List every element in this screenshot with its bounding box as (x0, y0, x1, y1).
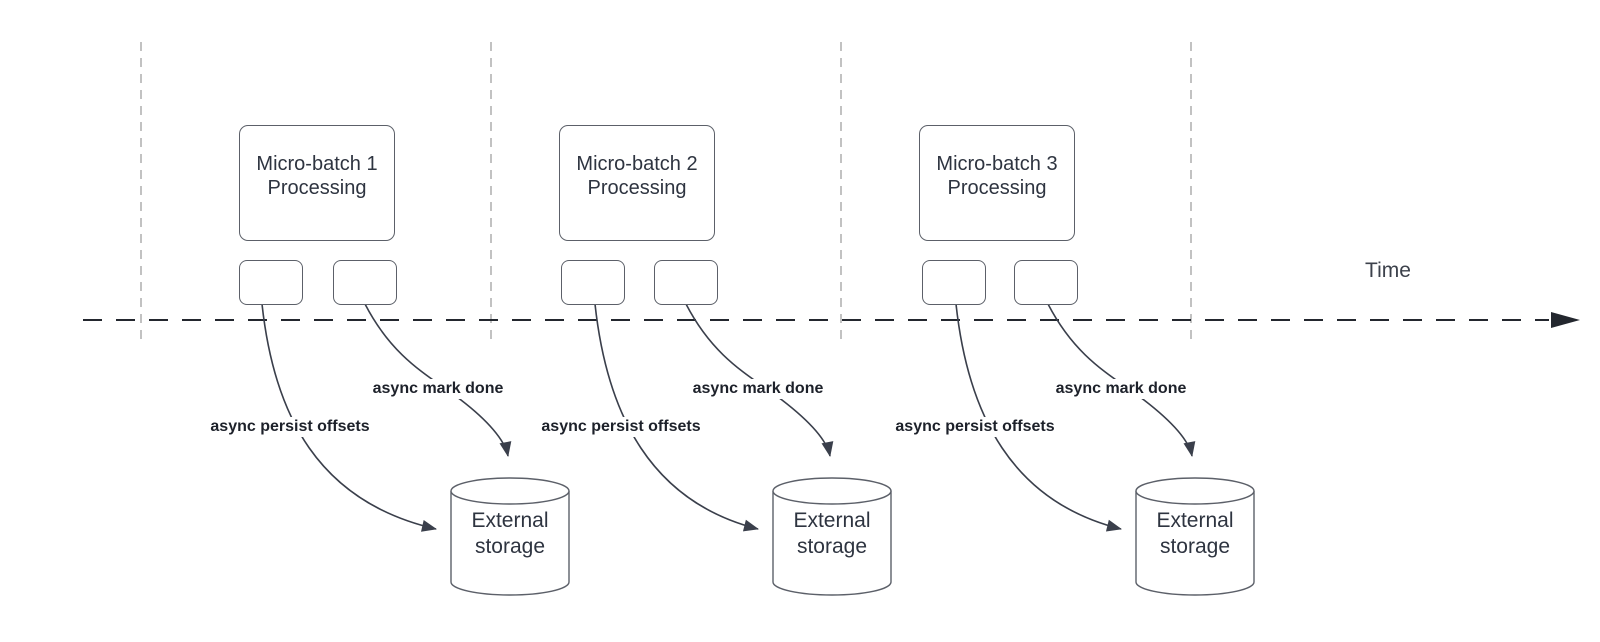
persist-offsets-task-box-1 (239, 260, 303, 305)
persist-offsets-arrow-2 (594, 303, 759, 532)
micro-batch-1-processing-label: Micro-batch 1 Processing (256, 153, 378, 199)
time-axis-label: Time (1365, 259, 1411, 282)
mark-done-label-1: async mark done (369, 379, 507, 399)
storage-cylinder-2 (772, 477, 892, 596)
storage-cylinder-1 (450, 477, 570, 596)
persist-offsets-arrow-1 (261, 303, 437, 532)
micro-batch-2-processing-label: Micro-batch 2 Processing (576, 153, 698, 199)
mark-done-task-box-3 (1014, 260, 1078, 305)
mark-done-label-2: async mark done (689, 379, 827, 399)
persist-offsets-task-box-3 (922, 260, 986, 305)
external-storage-label-2: External storage (793, 509, 871, 558)
external-storage-label-3: External storage (1156, 509, 1234, 558)
micro-batch-3-processing-box: Micro-batch 3 Processing (919, 125, 1075, 241)
micro-batch-3-processing-label: Micro-batch 3 Processing (936, 153, 1058, 199)
mark-done-task-box-1 (333, 260, 397, 305)
storage-cylinder-3 (1135, 477, 1255, 596)
micro-batch-2-processing-box: Micro-batch 2 Processing (559, 125, 715, 241)
micro-batch-1-processing-box: Micro-batch 1 Processing (239, 125, 395, 241)
external-storage-label-1: External storage (471, 509, 549, 558)
persist-offsets-task-box-2 (561, 260, 625, 305)
persist-offsets-arrow-3 (955, 303, 1122, 532)
mark-done-label-3: async mark done (1052, 379, 1190, 399)
mark-done-task-box-2 (654, 260, 718, 305)
persist-offsets-label-2: async persist offsets (538, 417, 704, 437)
persist-offsets-label-1: async persist offsets (207, 417, 373, 437)
persist-offsets-label-3: async persist offsets (892, 417, 1058, 437)
time-axis-arrowhead (1551, 312, 1580, 328)
